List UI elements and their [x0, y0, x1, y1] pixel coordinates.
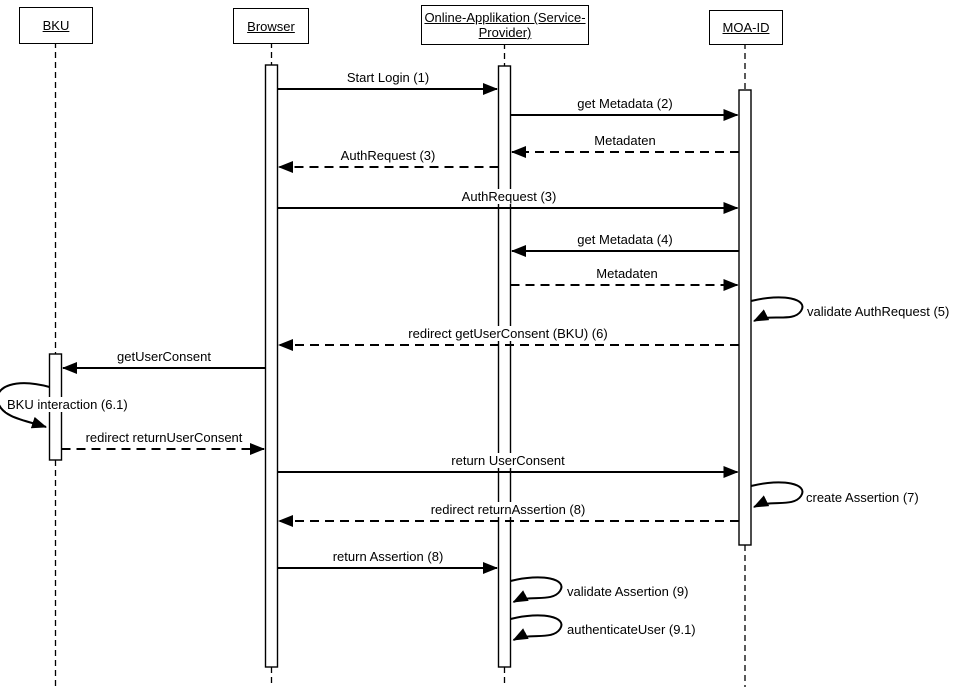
actor-box-bku: BKU	[19, 7, 93, 44]
actor-label-online-app-line1: Online-Applikation (Service-	[424, 10, 586, 25]
message-label-metadaten-2: Metadaten	[593, 266, 661, 281]
message-label-return-assertion: return Assertion (8)	[329, 549, 447, 564]
actor-label-bku: BKU	[42, 18, 70, 33]
actor-box-moa-id: MOA-ID	[709, 10, 783, 45]
activation-online-app	[497, 65, 512, 668]
activation-moa-id	[738, 89, 752, 546]
loop-label-bku-interaction: BKU interaction (6.1)	[6, 397, 129, 412]
message-label-redirect-get-user-consent: redirect getUserConsent (BKU) (6)	[405, 326, 611, 341]
message-label-get-metadata-4: get Metadata (4)	[574, 232, 676, 247]
loop-label-create-assertion: create Assertion (7)	[805, 490, 920, 505]
message-label-redirect-return-assertion: redirect returnAssertion (8)	[427, 502, 589, 517]
message-label-get-metadata-2: get Metadata (2)	[574, 96, 676, 111]
actor-label-moa-id: MOA-ID	[722, 20, 770, 35]
arrow-bku-interaction-loop	[0, 382, 50, 429]
loop-label-authenticate-user: authenticateUser (9.1)	[566, 622, 697, 637]
arrow-validate-assertion-loop	[510, 576, 563, 603]
arrow-validate-auth-request-loop	[750, 296, 804, 322]
message-label-auth-request-redirect: AuthRequest (3)	[337, 148, 439, 163]
message-label-get-user-consent: getUserConsent	[114, 349, 214, 364]
message-label-auth-request: AuthRequest (3)	[458, 189, 560, 204]
loop-label-validate-assertion: validate Assertion (9)	[566, 584, 690, 599]
arrow-create-assertion-loop	[750, 481, 804, 508]
loop-label-validate-auth-request: validate AuthRequest (5)	[806, 304, 951, 319]
arrow-authenticate-user-loop	[510, 614, 563, 641]
actor-box-online-app: Online-Applikation (Service- Provider)	[421, 5, 589, 45]
message-label-metadaten-1: Metadaten	[591, 133, 659, 148]
message-label-start-login: Start Login (1)	[343, 70, 433, 85]
message-label-redirect-return-user-consent: redirect returnUserConsent	[82, 430, 246, 445]
actor-box-browser: Browser	[233, 8, 309, 44]
message-label-return-user-consent: return UserConsent	[448, 453, 568, 468]
activation-browser	[264, 64, 279, 668]
actor-label-browser: Browser	[247, 18, 295, 34]
actor-label-online-app-line2: Provider)	[478, 25, 532, 40]
